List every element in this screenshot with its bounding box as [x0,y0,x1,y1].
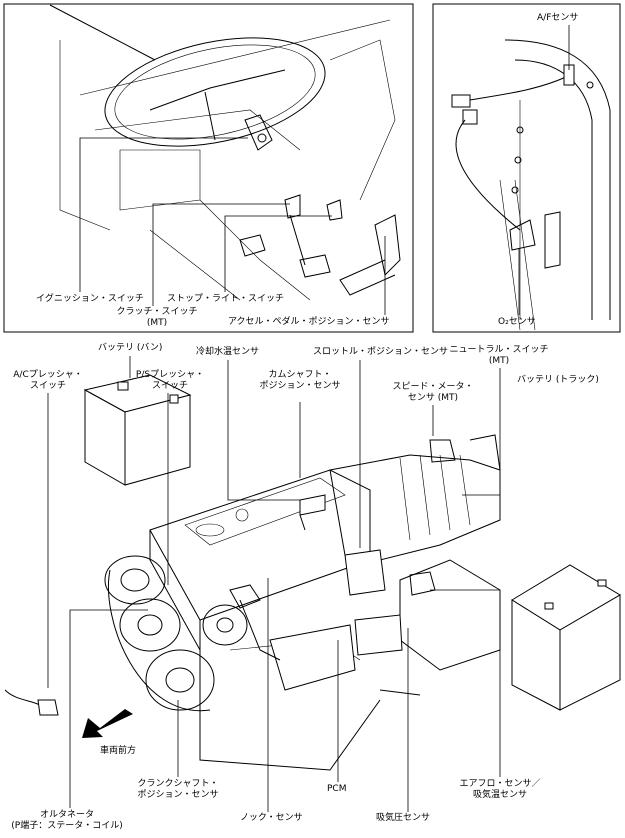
air-intake-box [399,559,501,671]
ps-pressure-switch-label-line1: P/Sプレッシャ・ [135,370,205,380]
airflow-sensor-label-line1: エアフロ・センサ／ [459,779,541,789]
airflow-sensor-label-line2: 吸気温センサ [472,790,527,800]
transmission [329,434,501,561]
throttle-position-sensor-label: スロットル・ポジション・センサ [313,347,449,357]
ps-pressure-switch-label: P/Sプレッシャ・ スイッチ [128,370,212,392]
clutch-switch-label-line2: (MT) [146,318,168,328]
clutch-switch-label-line1: クラッチ・スイッチ [116,307,198,317]
alternator-label-line1: オルタネータ [39,810,94,820]
airflow-sensor-label: エアフロ・センサ／ 吸気温センサ [450,779,550,801]
dashboard [59,19,396,301]
clutch-switch-label: クラッチ・スイッチ (MT) [112,307,202,329]
drive-belts-and-pulleys [104,555,248,712]
vehicle-front-arrow [82,709,133,738]
pcm-label: PCM [327,784,347,794]
knock-sensor-label: ノック・センサ [240,813,303,823]
neutral-switch-label-line2: (MT) [488,356,510,366]
cabin-inset-frame [3,3,414,333]
crankshaft-position-sensor-label: クランクシャフト・ ポジション・センサ [123,779,233,801]
battery-truck [511,564,621,711]
o2-sensor-label: O₂センサ [498,317,536,327]
ignition-switch-assembly [244,114,273,151]
ac-pressure-switch-body [4,689,59,716]
map-sensor-label: 吸気圧センサ [376,813,431,823]
pcm-and-sensors [299,494,421,696]
speedometer-sensor-label-line1: スピード・メータ・ [392,382,474,392]
ps-pressure-switch-label-line2: スイッチ [151,381,188,391]
engine-block [149,469,381,771]
ignition-switch-label: イグニッション・スイッチ [36,294,144,304]
crankshaft-position-sensor-label-line1: クランクシャフト・ [137,779,219,789]
o2-sensor-body [509,211,561,269]
stop-light-switch-label: ストップ・ライト・スイッチ [167,294,285,304]
speedometer-sensor-label: スピード・メータ・ センサ (MT) [386,382,480,404]
vehicle-front-label: 車両前方 [100,746,137,756]
battery-van [83,374,192,486]
exhaust-inset-frame [432,3,621,333]
ac-pressure-switch-label-line2: スイッチ [29,381,66,391]
coolant-temp-sensor-label: 冷却水温センサ [196,347,260,357]
leader-lines [47,25,570,812]
pedals [239,194,401,296]
af-sensor-label: A/Fセンサ [537,13,579,23]
battery-van-label: バッテリ (バン) [98,343,163,353]
alternator-label: オルタネータ (P端子：ステータ・コイル) [4,810,130,832]
ac-pressure-switch-label-line1: A/Cプレッシャ・ [13,370,83,380]
ac-pressure-switch-label: A/Cプレッシャ・ スイッチ [6,370,90,392]
speedometer-sensor-label-line2: センサ (MT) [407,393,459,403]
camshaft-position-sensor-label: カムシャフト・ ポジション・センサ [248,370,352,392]
alternator-label-line2: (P端子：ステータ・コイル) [11,821,123,831]
neutral-switch-label: ニュートラル・スイッチ (MT) [446,345,552,367]
battery-truck-label: バッテリ (トラック) [517,375,599,385]
crankshaft-position-sensor-label-line2: ポジション・センサ [137,790,219,800]
camshaft-position-sensor-label-line2: ポジション・センサ [259,381,341,391]
camshaft-position-sensor-label-line1: カムシャフト・ [268,370,332,380]
accelerator-position-sensor-label: アクセル・ペダル・ポジション・センサ [228,317,390,327]
neutral-switch-label-line1: ニュートラル・スイッチ [449,345,549,355]
steering-wheel [49,4,326,147]
exhaust-pipe [499,39,611,331]
af-sensor-harness [451,64,575,231]
